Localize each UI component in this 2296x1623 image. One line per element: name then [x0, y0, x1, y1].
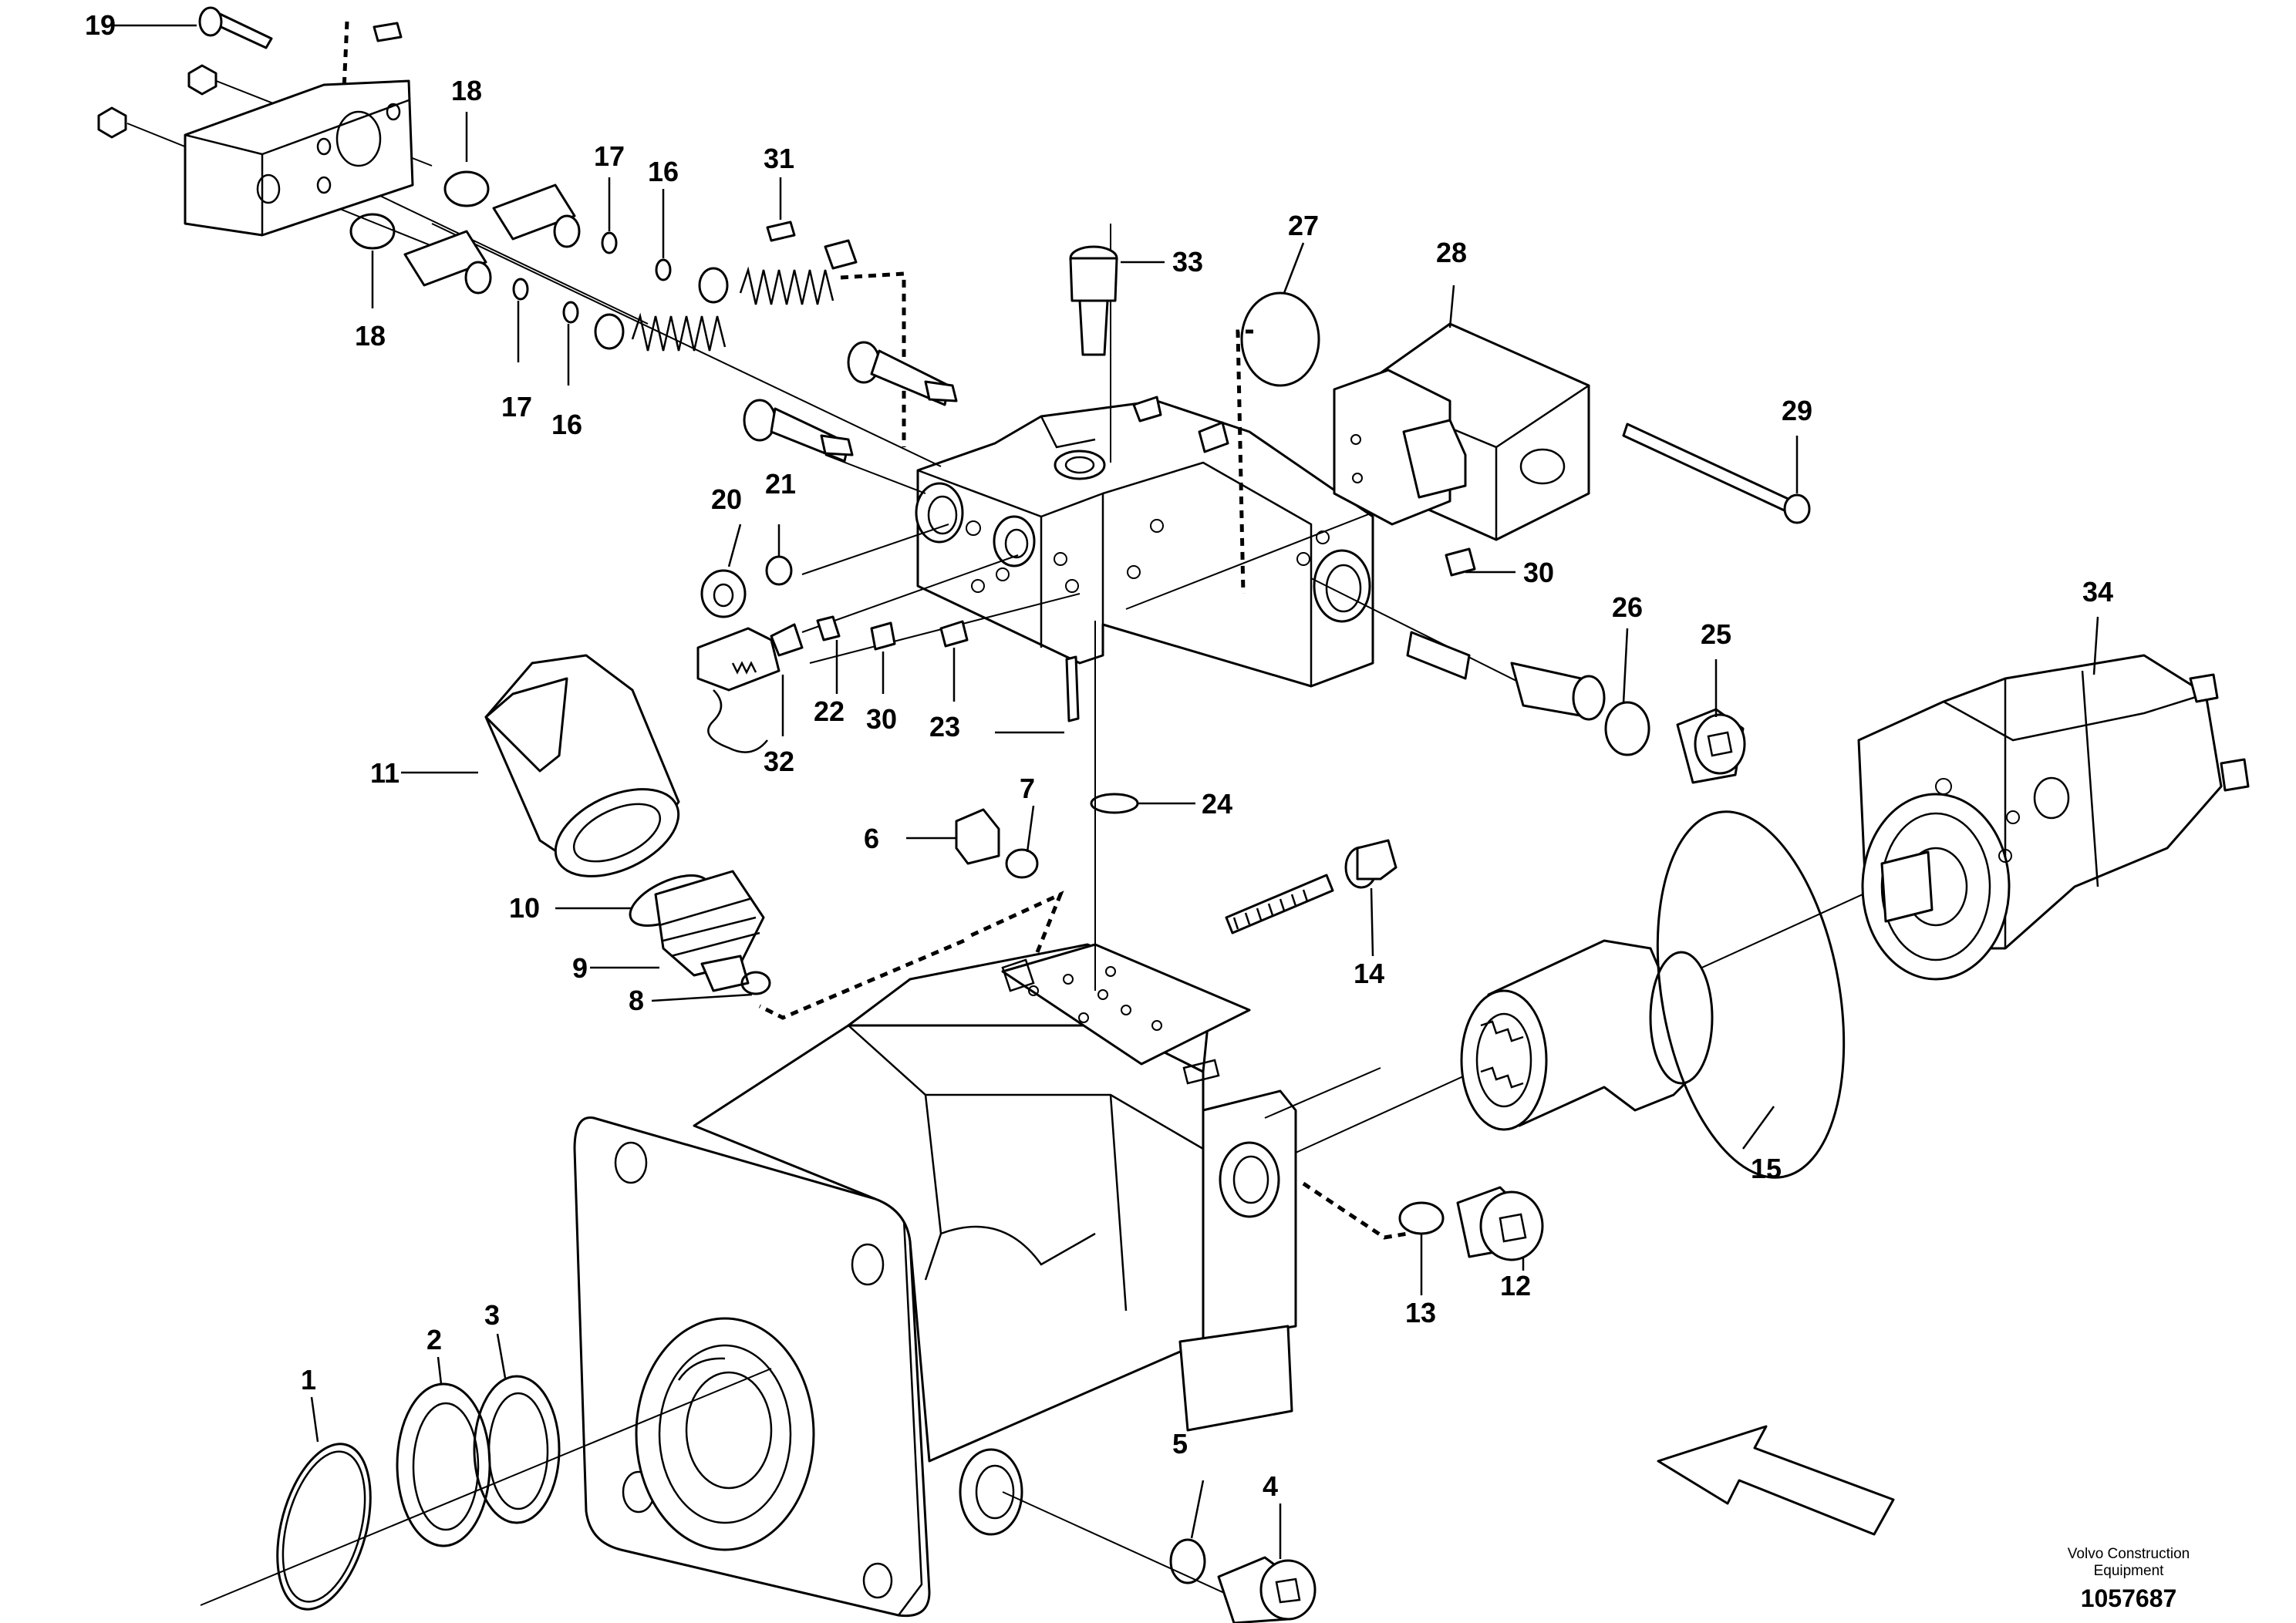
- callout-18-top: 18: [451, 75, 482, 106]
- callout-5: 5: [1172, 1428, 1188, 1460]
- callout-7: 7: [1020, 773, 1035, 804]
- callout-26: 26: [1612, 591, 1643, 623]
- left-fittings: [696, 555, 1080, 753]
- callout-32: 32: [764, 746, 794, 777]
- callout-1: 1: [301, 1364, 316, 1396]
- callout-30-right: 30: [1523, 557, 1554, 588]
- credit-line-2: Equipment: [2093, 1563, 2164, 1579]
- o-ring-15: [1656, 810, 1846, 1179]
- callout-13: 13: [1405, 1297, 1436, 1328]
- callout-15: 15: [1751, 1153, 1782, 1184]
- callout-6: 6: [864, 823, 879, 854]
- shaft-seal-parts: [276, 1375, 1317, 1623]
- callout-25: 25: [1701, 618, 1731, 650]
- callout-11: 11: [370, 757, 400, 789]
- callout-22: 22: [814, 695, 845, 727]
- callout-labels: 19 18 18 17 16 17 16 31 33 27 28 29 30 2…: [85, 9, 2113, 1502]
- pump-housing: [573, 943, 1297, 1618]
- document-number: 1057687: [2080, 1584, 2177, 1612]
- credit-line-1: Volvo Construction: [2067, 1546, 2190, 1562]
- manufacturer-credit: Volvo Construction Equipment: [2036, 1546, 2221, 1580]
- callout-8: 8: [629, 985, 644, 1016]
- callout-16-bottom: 16: [551, 409, 582, 440]
- callout-16-top: 16: [648, 156, 679, 187]
- callout-12: 12: [1500, 1270, 1531, 1301]
- callout-20: 20: [711, 483, 742, 515]
- callout-30-left: 30: [866, 703, 897, 735]
- callout-leaders: [112, 24, 2099, 1559]
- stud-14: [1225, 839, 1397, 934]
- callout-29: 29: [1782, 395, 1812, 426]
- callout-31: 31: [764, 143, 794, 174]
- gear-pump-34: [1857, 654, 2250, 981]
- callout-18-bottom: 18: [355, 320, 386, 352]
- callout-28: 28: [1436, 237, 1467, 268]
- direction-arrow: [1657, 1425, 1895, 1536]
- callout-10: 10: [509, 892, 540, 924]
- callout-33: 33: [1172, 246, 1203, 278]
- callout-21: 21: [765, 468, 796, 500]
- pins-31: [766, 221, 858, 270]
- callout-4: 4: [1263, 1470, 1278, 1502]
- callout-27: 27: [1288, 210, 1319, 241]
- coupling: [1460, 939, 1714, 1131]
- plug-12: [1398, 1186, 1544, 1261]
- right-fittings: [1406, 547, 1746, 784]
- control-valve-block: [915, 396, 1374, 688]
- callout-24: 24: [1202, 788, 1232, 820]
- fittings-6-7: [955, 793, 1139, 879]
- callout-3: 3: [484, 1299, 500, 1331]
- callout-9: 9: [572, 952, 588, 984]
- pressure-valve-9-11: [484, 654, 771, 995]
- callout-34: 34: [2082, 576, 2113, 608]
- spool-assemblies: [403, 184, 958, 463]
- callout-23: 23: [929, 711, 960, 742]
- end-cover-block: [97, 6, 490, 250]
- bolt-33: [1069, 245, 1118, 356]
- callout-2: 2: [426, 1324, 442, 1355]
- callout-17-top: 17: [594, 140, 625, 172]
- callout-17-bottom: 17: [501, 391, 532, 423]
- solenoid-28: [1240, 291, 1811, 541]
- callout-14: 14: [1354, 958, 1384, 989]
- callout-19: 19: [85, 9, 116, 41]
